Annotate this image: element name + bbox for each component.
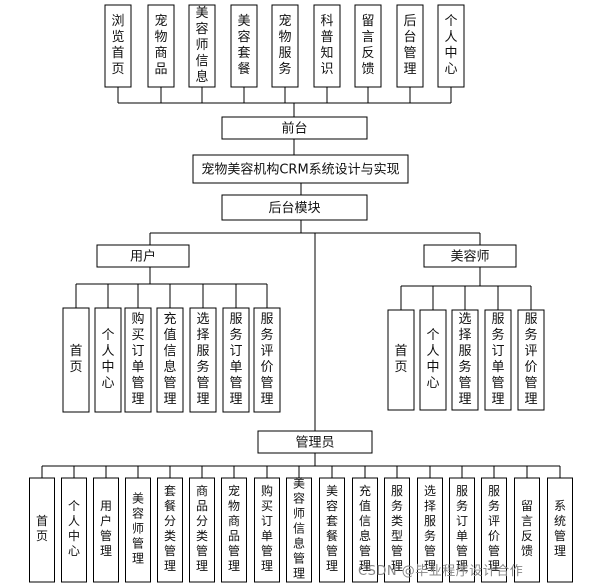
watermark: CSDN @毕业程序设计合作 — [358, 564, 524, 579]
admin-item-15-box — [481, 477, 507, 583]
role-user-box — [96, 244, 190, 268]
admin-item-3-box — [93, 477, 119, 583]
admin-item-6-box — [189, 477, 215, 583]
frontend-page-8-box — [396, 4, 424, 88]
user-item-2-box — [94, 307, 122, 413]
admin-item-17-label: 系统管理 — [554, 499, 566, 558]
frontend-page-1-label: 浏览首页 — [111, 13, 124, 77]
admin-item-9-label: 美容师信息管理 — [293, 477, 305, 581]
admin-item-4-label: 美容师管理 — [132, 492, 144, 566]
admin-item-11-label: 充值信息管理 — [359, 483, 371, 573]
user-item-6-box — [222, 307, 250, 413]
admin-item-7-box — [221, 477, 247, 583]
frontend-page-5-label: 宠物服务 — [278, 13, 291, 77]
admin-item-12-label: 服务类型管理 — [391, 484, 403, 573]
system-title-box — [192, 154, 409, 184]
admin-item-7-label: 宠物商品管理 — [228, 483, 240, 573]
backend-module-box — [221, 194, 368, 221]
beautician-item-2-box — [419, 309, 447, 411]
admin-item-4-box — [125, 477, 151, 583]
beautician-item-4-box — [484, 309, 512, 411]
user-item-7-label: 服务评价管理 — [260, 312, 273, 407]
frontend-page-3-box — [188, 4, 216, 88]
user-item-3-label: 购买订单管理 — [131, 311, 144, 407]
frontend-page-7-label: 留言反馈 — [361, 14, 374, 77]
admin-item-12-box — [384, 477, 410, 583]
admin-item-13-label: 选择服务管理 — [424, 484, 436, 573]
admin-item-13-box — [417, 477, 443, 583]
frontend-page-8-label: 后台管理 — [403, 14, 416, 77]
user-item-1-label: 首页 — [69, 344, 82, 375]
system-title-label: 宠物美容机构CRM系统设计与实现 — [201, 162, 399, 178]
beautician-item-1-label: 首页 — [394, 344, 407, 375]
admin-item-17-box — [547, 477, 573, 583]
role-user-label: 用户 — [130, 249, 156, 265]
admin-item-5-label: 套餐分类管理 — [164, 484, 176, 573]
beautician-item-3-box — [451, 309, 479, 411]
user-item-6-label: 服务订单管理 — [229, 312, 242, 407]
admin-item-10-box — [319, 477, 345, 583]
beautician-item-1-box — [387, 309, 415, 411]
admin-item-14-box — [449, 477, 475, 583]
beautician-item-5-box — [517, 309, 545, 411]
frontend-page-5-box — [271, 4, 299, 88]
admin-item-1-box — [29, 477, 55, 583]
user-item-5-box — [189, 307, 217, 413]
frontend-page-4-label: 美容套餐 — [237, 14, 250, 77]
frontend-page-3-label: 美容师信息 — [195, 6, 208, 85]
user-item-4-box — [156, 307, 184, 413]
admin-item-1-label: 首页 — [36, 514, 48, 543]
user-item-5-label: 选择服务管理 — [196, 312, 209, 407]
admin-item-10-label: 美容套餐管理 — [326, 484, 338, 573]
admin-item-16-box — [514, 477, 540, 583]
frontend-label: 前台 — [281, 121, 307, 137]
frontend-page-2-box — [147, 4, 175, 88]
admin-item-6-label: 商品分类管理 — [196, 483, 208, 573]
admin-item-2-box — [61, 477, 87, 583]
frontend-page-1-box — [104, 4, 132, 88]
frontend-page-6-label: 科普知识 — [320, 14, 333, 77]
role-beautician-label: 美容师 — [450, 249, 489, 265]
frontend-page-7-box — [354, 4, 382, 88]
admin-item-8-label: 购买订单管理 — [261, 483, 273, 573]
admin-item-14-label: 服务订单管理 — [456, 484, 468, 573]
admin-item-8-box — [254, 477, 280, 583]
admin-item-15-label: 服务评价管理 — [488, 484, 500, 573]
backend-module-label: 后台模块 — [268, 201, 320, 216]
beautician-item-3-label: 选择服务管理 — [458, 312, 471, 407]
role-admin-label: 管理员 — [295, 436, 334, 451]
user-item-2-label: 个人中心 — [101, 328, 114, 391]
frontend-page-2-label: 宠物商品 — [154, 13, 167, 77]
beautician-item-4-label: 服务订单管理 — [491, 312, 504, 407]
beautician-item-5-label: 服务评价管理 — [524, 312, 537, 407]
role-beautician-box — [423, 244, 517, 268]
user-item-7-box — [253, 307, 281, 413]
user-item-3-box — [124, 307, 152, 413]
user-item-1-box — [62, 307, 90, 413]
admin-item-9-box — [286, 477, 312, 583]
admin-item-3-label: 用户管理 — [100, 499, 112, 558]
frontend-page-9-label: 个人中心 — [444, 14, 457, 77]
admin-item-16-label: 留言反馈 — [521, 499, 533, 558]
user-item-4-label: 充值信息管理 — [163, 311, 176, 407]
beautician-item-2-label: 个人中心 — [426, 328, 439, 391]
admin-item-2-label: 个人中心 — [68, 499, 80, 558]
frontend-page-6-box — [313, 4, 341, 88]
admin-item-11-box — [352, 477, 378, 583]
admin-item-5-box — [157, 477, 183, 583]
